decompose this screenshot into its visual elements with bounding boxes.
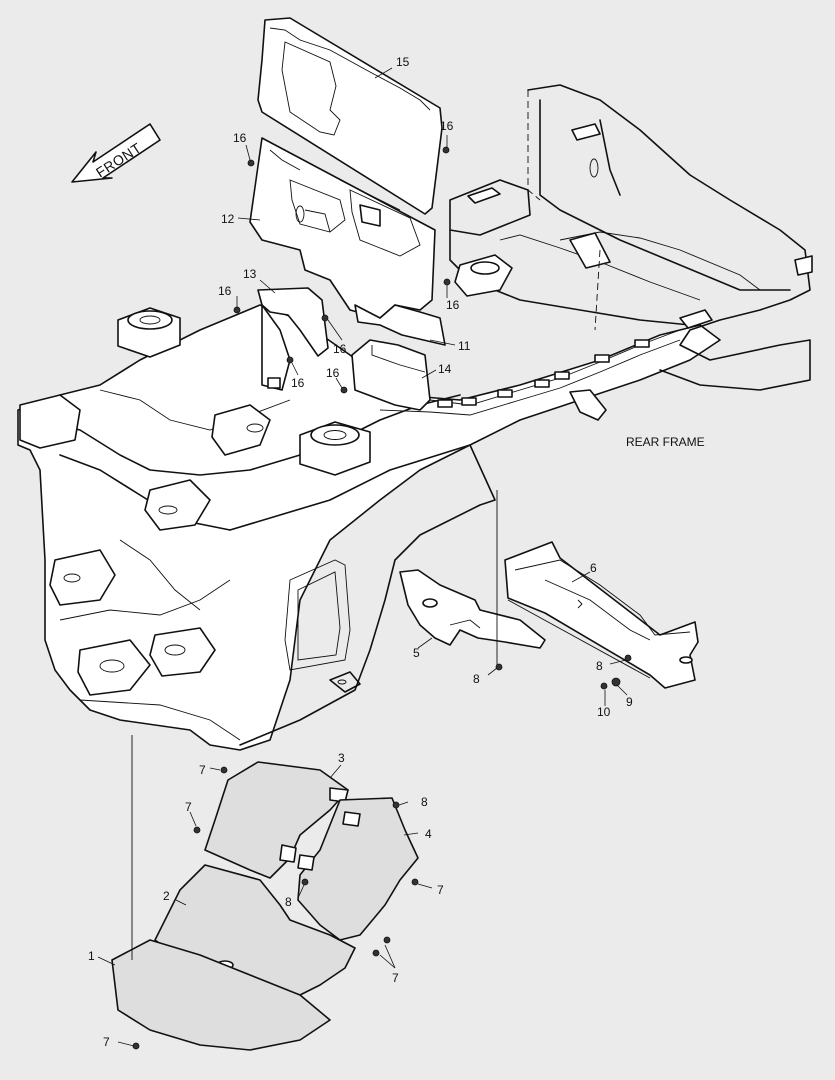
rear-frame — [17, 304, 721, 751]
callout-11: 11 — [458, 339, 471, 353]
bolt-16-g — [321, 314, 329, 322]
bolt-8-c — [495, 663, 503, 671]
part-3-guard — [204, 761, 349, 879]
callout-16-f: 16 — [291, 376, 305, 390]
part-5-bracket-plate — [399, 569, 546, 649]
callout-8-c: 8 — [421, 795, 428, 809]
bolt-16-e — [286, 356, 294, 364]
callout-15: 15 — [396, 55, 410, 69]
callout-13: 13 — [243, 267, 257, 281]
part-1-guard — [111, 939, 331, 1051]
callout-2: 2 — [163, 889, 170, 903]
bolt-16-b — [442, 146, 450, 154]
callout-4: 4 — [425, 827, 432, 841]
alignment-lines — [131, 490, 498, 960]
callout-1: 1 — [88, 949, 95, 963]
bolt-7-e — [372, 949, 380, 957]
callout-7-b: 7 — [185, 800, 192, 814]
callout-labels: 15 16 16 12 13 16 16 11 16 16 14 16 REAR… — [88, 55, 705, 1049]
bolt-8-a — [392, 801, 400, 809]
bolt-7-b — [193, 826, 201, 834]
callout-7-d: 7 — [392, 971, 399, 985]
callout-16-d: 16 — [446, 298, 460, 312]
bolt-8-b — [301, 878, 309, 886]
callout-8-b: 8 — [596, 659, 603, 673]
part-13-bracket — [257, 287, 329, 391]
rear-frame-extension — [449, 84, 813, 421]
bolt-7-a — [220, 766, 228, 774]
callout-8-a: 8 — [473, 672, 480, 686]
callout-8-d: 8 — [285, 895, 292, 909]
bolt-16-a — [247, 159, 255, 167]
callout-16-a: 16 — [440, 119, 454, 133]
callout-5: 5 — [413, 646, 420, 660]
part-15-cover-plate — [257, 17, 443, 215]
bolt-16-d — [443, 278, 451, 286]
callout-16-g: 16 — [326, 366, 340, 380]
bolt-16-f — [340, 386, 348, 394]
callout-10: 10 — [597, 705, 611, 719]
bolt-8-d — [624, 654, 632, 662]
callout-16-e: 16 — [333, 342, 347, 356]
callout-6: 6 — [590, 561, 597, 575]
callout-3: 3 — [338, 751, 345, 765]
part-14-block — [351, 339, 431, 411]
callout-7-e: 7 — [103, 1035, 110, 1049]
callout-7-a: 7 — [199, 763, 206, 777]
leader-lines — [97, 67, 628, 1047]
part-11-panel — [354, 304, 446, 346]
callout-7-c: 7 — [437, 883, 444, 897]
bolt-9 — [611, 677, 621, 687]
bolts — [132, 146, 632, 1050]
part-6-support-box — [504, 541, 699, 689]
region-label-rear-frame: REAR FRAME — [626, 435, 705, 449]
front-direction-arrow: FRONT — [71, 123, 161, 183]
bolt-7-d — [383, 936, 391, 944]
callout-14: 14 — [438, 362, 452, 376]
callout-16-c: 16 — [218, 284, 232, 298]
callout-9: 9 — [626, 695, 633, 709]
bolt-10 — [600, 682, 608, 690]
part-12-panel — [249, 137, 436, 319]
callout-16-b: 16 — [233, 131, 247, 145]
bolt-7-c — [411, 878, 419, 886]
callout-12: 12 — [221, 212, 235, 226]
